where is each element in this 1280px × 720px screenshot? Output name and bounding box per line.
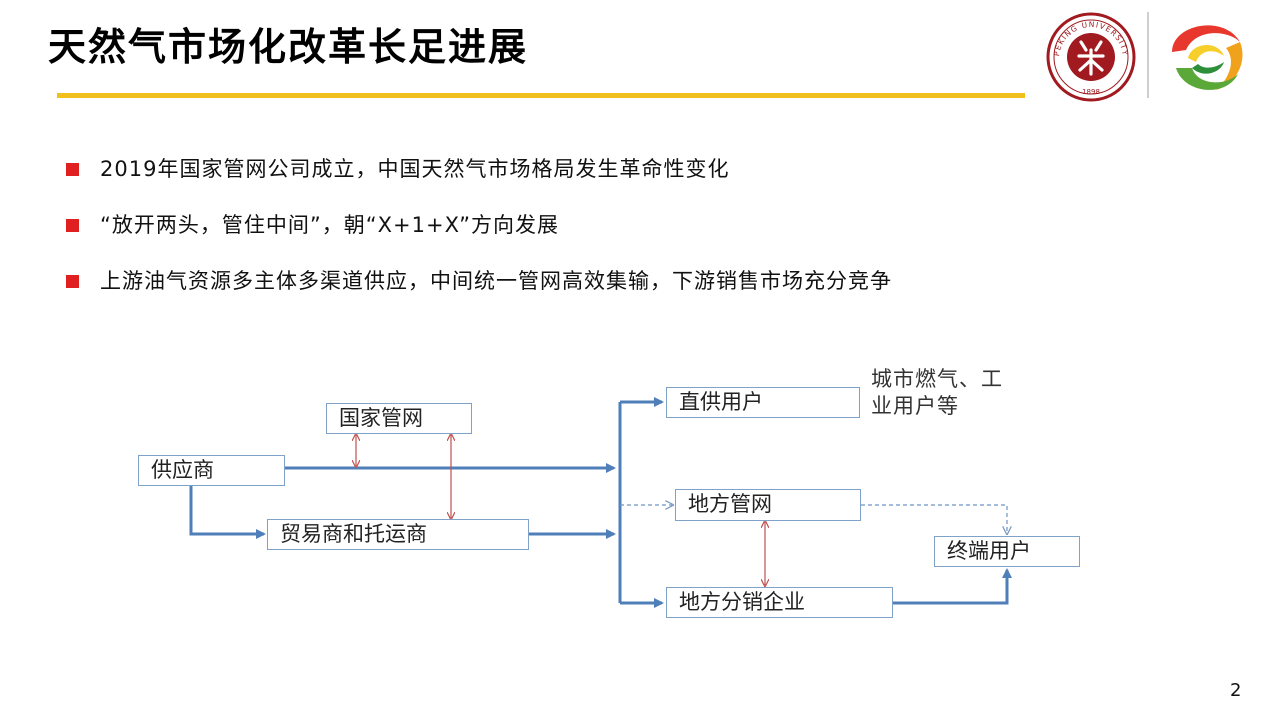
logo-divider <box>1147 12 1149 98</box>
node-national-pipeline: 国家管网 <box>326 403 472 434</box>
bullet-list: 2019年国家管网公司成立，中国天然气市场格局发生革命性变化 “放开两头，管住中… <box>64 152 892 320</box>
flow-local-pipeline-to-end-user <box>861 504 1007 533</box>
bullet-square-icon <box>66 163 79 176</box>
bullet-text: 上游油气资源多主体多渠道供应，中间统一管网高效集输，下游销售市场充分竞争 <box>100 269 892 293</box>
page-number: 2 <box>1230 680 1242 701</box>
bullet-item: 2019年国家管网公司成立，中国天然气市场格局发生革命性变化 <box>64 152 892 208</box>
node-end-user: 终端用户 <box>934 536 1080 567</box>
peking-university-seal-logo: PEKING UNIVERSITY 1898 <box>1046 12 1136 102</box>
flow-supplier-to-trader <box>189 485 266 539</box>
node-local-distributor: 地方分销企业 <box>666 587 893 618</box>
node-local-pipeline: 地方管网 <box>675 489 861 521</box>
swirl-logo <box>1164 14 1246 96</box>
flow-distributor-to-end-user <box>893 568 1012 605</box>
node-supplier: 供应商 <box>138 455 285 486</box>
node-trader-shipper: 贸易商和托运商 <box>267 519 529 550</box>
bullet-item: “放开两头，管住中间”，朝“X+1+X”方向发展 <box>64 208 892 264</box>
node-direct-user: 直供用户 <box>666 387 860 418</box>
bullet-square-icon <box>66 275 79 288</box>
note-line: 业用户等 <box>871 394 959 418</box>
title-underline <box>57 93 1025 98</box>
note-line: 城市燃气、工 <box>871 367 1003 391</box>
bullet-text: “放开两头，管住中间”，朝“X+1+X”方向发展 <box>100 213 559 237</box>
svg-text:1898: 1898 <box>1082 88 1100 96</box>
bullet-square-icon <box>66 219 79 232</box>
slide-title: 天然气市场化改革长足进展 <box>48 24 529 69</box>
direct-user-note: 城市燃气、工 业用户等 <box>871 366 1003 420</box>
bullet-text: 2019年国家管网公司成立，中国天然气市场格局发生革命性变化 <box>100 157 730 181</box>
bullet-item: 上游油气资源多主体多渠道供应，中间统一管网高效集输，下游销售市场充分竞争 <box>64 264 892 320</box>
